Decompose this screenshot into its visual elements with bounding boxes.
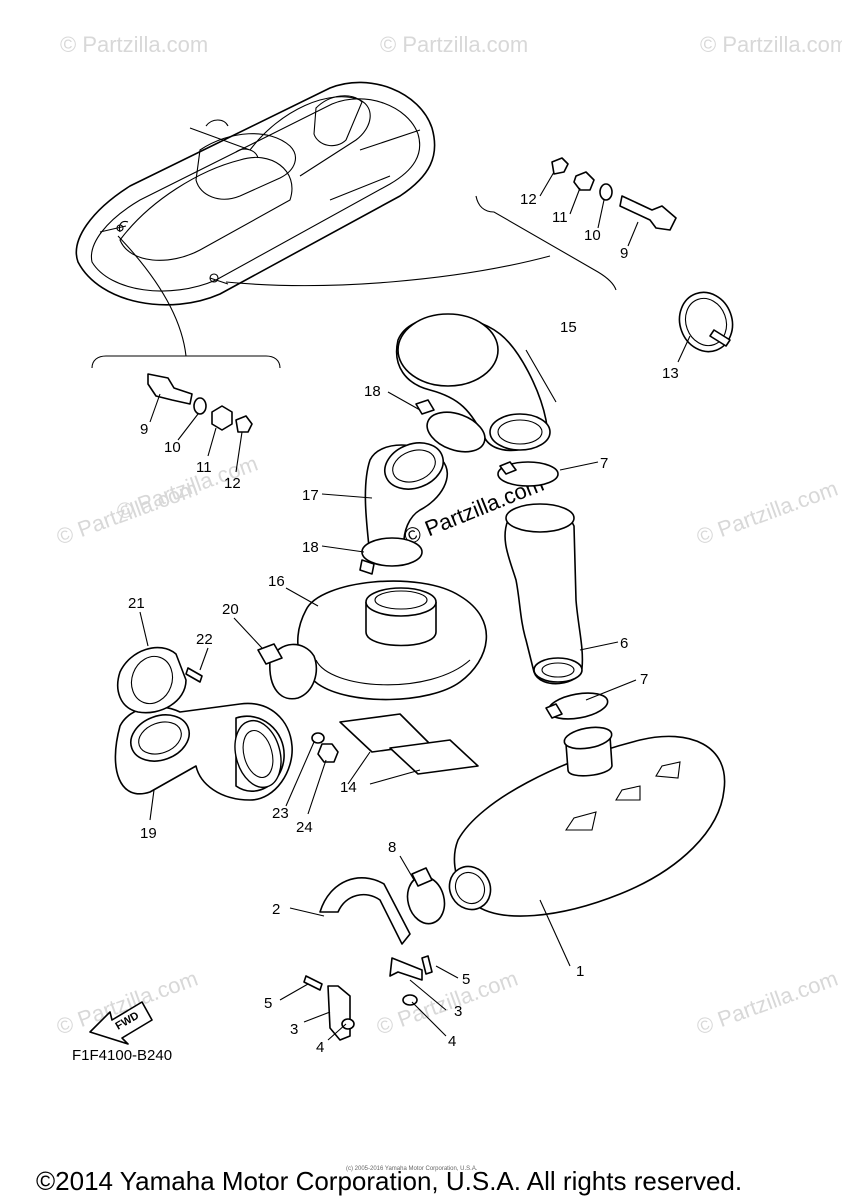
callout-3: 3 [290, 1021, 298, 1038]
callout-23: 23 [272, 805, 289, 822]
callout-11: 11 [552, 209, 568, 226]
callout-10: 10 [164, 439, 181, 456]
callout-18: 18 [302, 539, 319, 556]
watermark: © Partzilla.com [693, 476, 841, 550]
callout-18: 18 [364, 383, 381, 400]
fitting-9-icon [619, 195, 677, 231]
callout-24: 24 [296, 819, 313, 836]
gasket-21-icon [116, 646, 187, 714]
callout-labels: 1 2 3 3 4 4 5 5 6 7 7 8 9 9 10 10 11 11 … [128, 191, 679, 1056]
washer-23-icon [311, 732, 325, 744]
callout-4: 4 [316, 1039, 324, 1056]
callout-14: 14 [340, 779, 357, 796]
copyright-notice: ©2014 Yamaha Motor Corporation, U.S.A. A… [36, 1166, 742, 1196]
callout-1: 1 [576, 963, 584, 980]
nut-12-left-icon [235, 415, 253, 433]
watercraft-illustration [75, 81, 436, 306]
callout-9: 9 [620, 245, 628, 262]
leader-lines [139, 171, 691, 1041]
clamp-20-icon [257, 643, 283, 665]
watermark: © Partzilla.com [693, 966, 841, 1040]
clamp-8 [406, 867, 446, 925]
callout-7: 7 [600, 455, 608, 472]
washer-4-right-icon [402, 994, 418, 1006]
callout-2: 2 [272, 901, 280, 918]
fwd-arrow-icon: FWD [89, 1001, 153, 1045]
callout-8: 8 [388, 839, 396, 856]
clamp-7-upper [497, 461, 559, 487]
watermark: © Partzilla.com [700, 32, 842, 57]
callout-4: 4 [448, 1033, 456, 1050]
bolt-22-icon [185, 667, 203, 683]
diagram-code: F1F4100-B240 [72, 1047, 172, 1064]
callout-12: 12 [520, 191, 537, 208]
nut-12-icon [551, 157, 569, 175]
callout-17: 17 [302, 487, 319, 504]
callout-9: 9 [140, 421, 148, 438]
clamp-7-lower [545, 692, 609, 720]
muffler-1 [448, 726, 726, 917]
callout-16: 16 [268, 573, 285, 590]
water-lock-16 [257, 580, 488, 701]
callout-19: 19 [140, 825, 157, 842]
bolt-5-left-icon [303, 975, 323, 991]
bracket-3-left-icon [327, 985, 351, 1041]
callout-5: 5 [462, 971, 470, 988]
washer-4-left-icon [341, 1018, 355, 1030]
callout-6: 6 [620, 635, 628, 652]
clamp-18-lower [359, 537, 423, 575]
callout-20: 20 [222, 601, 239, 618]
elbow-pipe-15 [395, 313, 551, 452]
hose-6 [504, 503, 584, 685]
hardware-group-right [225, 157, 677, 291]
callout-11: 11 [196, 459, 212, 476]
watermark: © Partzilla.com [380, 32, 528, 57]
nut-24-icon [317, 743, 339, 763]
nut-11-left-icon [211, 405, 233, 431]
fitting-9-left-icon [147, 373, 193, 405]
hose-clamp-13 [678, 291, 734, 353]
strap-2 [319, 877, 411, 945]
outlet-assembly [114, 646, 339, 801]
callout-3: 3 [454, 1003, 462, 1020]
callout-5: 5 [264, 995, 272, 1012]
pads-14 [339, 713, 479, 775]
bracket-hardware [303, 955, 433, 1041]
bolt-5-right-icon [421, 955, 433, 975]
callout-22: 22 [196, 631, 213, 648]
clamp-18-upper [415, 399, 486, 453]
callout-21: 21 [128, 595, 145, 612]
callout-12: 12 [224, 475, 241, 492]
callout-13: 13 [662, 365, 679, 382]
callout-7: 7 [640, 671, 648, 688]
washer-10-icon [599, 183, 613, 201]
washer-10-left-icon [193, 397, 207, 415]
tiny-copyright: (c) 2005-2016 Yamaha Motor Corporation, … [346, 1166, 478, 1172]
watermark: © Partzilla.com [60, 32, 208, 57]
bracket-3-right-icon [389, 957, 423, 981]
watermark: © Partzilla.com [373, 966, 521, 1040]
elbow-pipe-17 [364, 442, 448, 557]
nut-11-icon [573, 171, 595, 191]
callout-15: 15 [560, 319, 577, 336]
callout-10: 10 [584, 227, 601, 244]
